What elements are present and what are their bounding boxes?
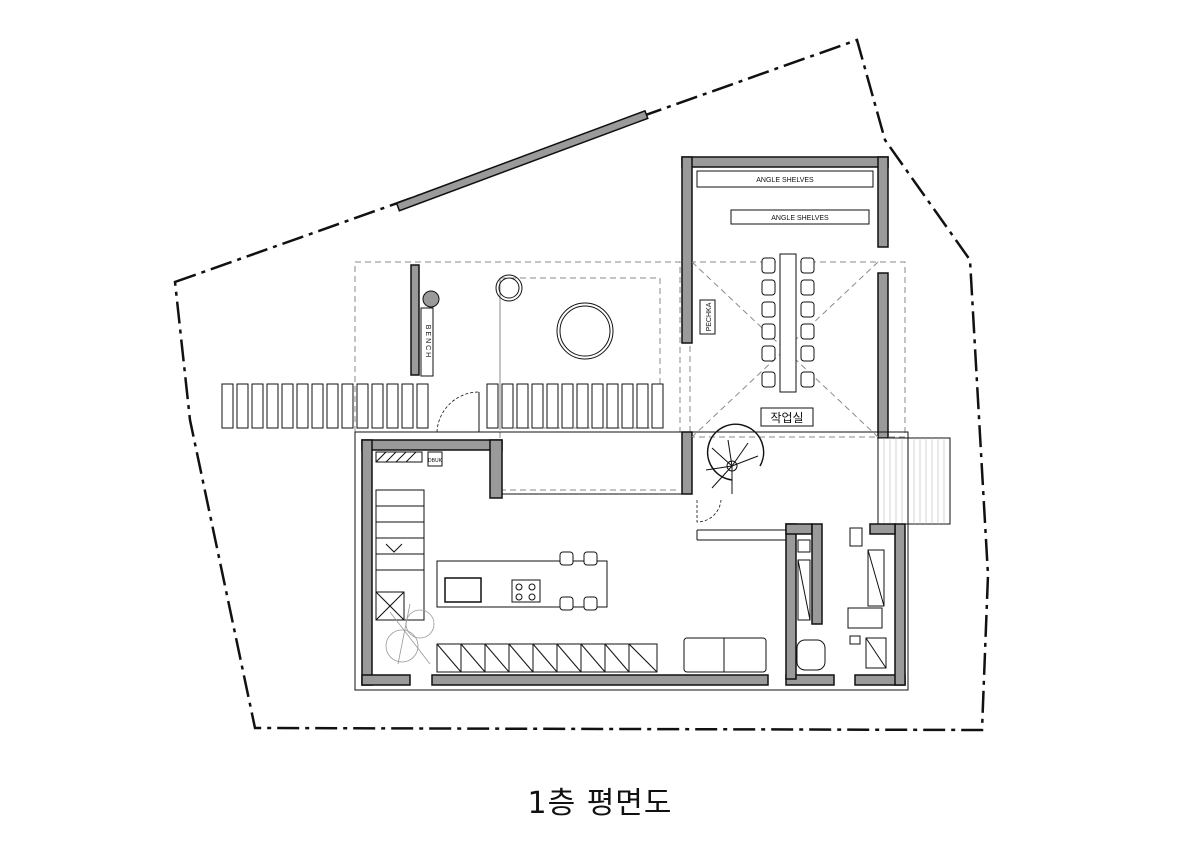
- floor-plan: BENCH ANGLE SHELVES ANGLE SHELVES PECH: [173, 38, 990, 732]
- house-outline: [354, 431, 909, 691]
- dining-chairs: [559, 551, 598, 611]
- spiral-stair: [705, 423, 765, 494]
- angle-shelves-1: [696, 170, 874, 188]
- tree-ring-1: [495, 274, 523, 302]
- tree-ring-2-inner: [559, 305, 611, 357]
- right-deck-lines: [883, 438, 945, 524]
- entrance-door-swing: [436, 391, 480, 433]
- stepping-stones: [221, 383, 664, 429]
- garden-wall: [395, 109, 649, 212]
- dbuk-label: DBUK: [428, 458, 443, 464]
- workroom-diagonals: [691, 261, 879, 438]
- bathroom: [796, 527, 887, 671]
- angle-shelves-2: [730, 209, 870, 225]
- tree-small: [422, 290, 440, 308]
- plan-title: 1층 평면도: [527, 786, 673, 821]
- left-stair: [375, 451, 443, 621]
- work-table: [779, 253, 797, 393]
- pechka: [699, 299, 716, 335]
- sink: [444, 577, 482, 603]
- workroom-label-box: [760, 407, 814, 427]
- angle-shelves-1-label: ANGLE SHELVES: [756, 177, 814, 184]
- tree-ring-2: [556, 302, 614, 360]
- workroom-label: 작업실: [770, 411, 803, 425]
- bench: [420, 307, 434, 377]
- bench-label: BENCH: [424, 325, 431, 360]
- work-chairs: [761, 257, 815, 388]
- tree-ring-1-inner: [498, 277, 520, 299]
- bicycle-sketch: [385, 603, 435, 665]
- pechka-label: PECHKA: [706, 302, 713, 331]
- cooktop: [511, 579, 541, 603]
- sofa: [683, 637, 767, 673]
- stair-door-swing: [696, 499, 722, 523]
- bench-wall: [410, 264, 420, 376]
- house-walls: [361, 439, 906, 686]
- angle-shelves-2-label: ANGLE SHELVES: [771, 215, 829, 222]
- lower-cabinets: [436, 643, 658, 673]
- workroom-walls: [681, 156, 889, 495]
